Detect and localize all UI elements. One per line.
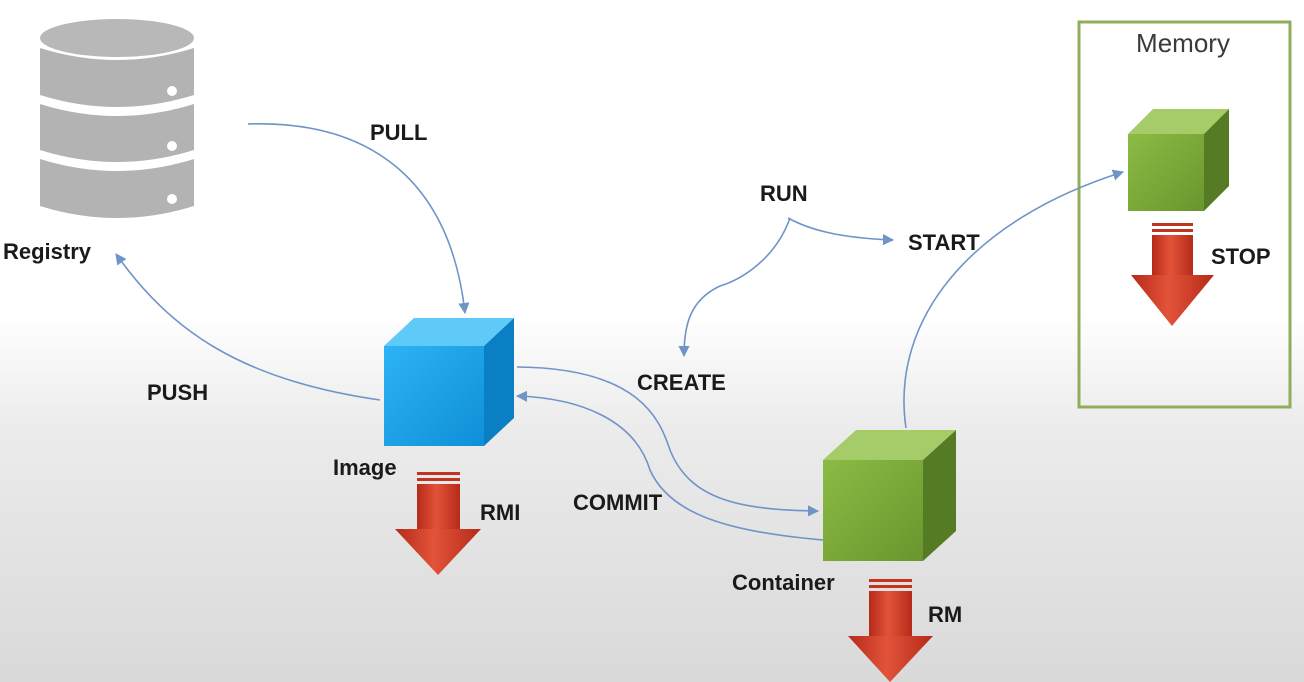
run-to-start-arrow — [787, 217, 895, 246]
image-cube-icon — [384, 318, 514, 446]
stop-label: STOP — [1211, 244, 1271, 269]
start-label: START — [908, 230, 980, 255]
container-cube-icon — [823, 430, 956, 561]
commit-label: COMMIT — [573, 490, 663, 515]
create-label: CREATE — [637, 370, 726, 395]
push-arrow — [115, 253, 381, 401]
pull-arrow — [247, 123, 470, 315]
running-container-cube-icon — [1128, 109, 1229, 211]
stop-down-arrow-icon — [1131, 223, 1214, 326]
run-to-create-arrow — [678, 217, 791, 358]
create-arrow — [516, 366, 820, 517]
rm-label: RM — [928, 602, 962, 627]
memory-label: Memory — [1136, 28, 1230, 58]
push-label: PUSH — [147, 380, 208, 405]
registry-database-icon — [40, 19, 194, 218]
rm-down-arrow-icon — [848, 579, 933, 682]
start-arrow — [903, 169, 1125, 429]
container-label: Container — [732, 570, 835, 595]
commit-arrow — [515, 390, 824, 541]
rmi-down-arrow-icon — [395, 472, 481, 575]
memory-box — [1077, 20, 1292, 409]
registry-label: Registry — [3, 239, 92, 264]
run-label: RUN — [760, 181, 808, 206]
image-label: Image — [333, 455, 397, 480]
pull-label: PULL — [370, 120, 427, 145]
rmi-label: RMI — [480, 500, 520, 525]
